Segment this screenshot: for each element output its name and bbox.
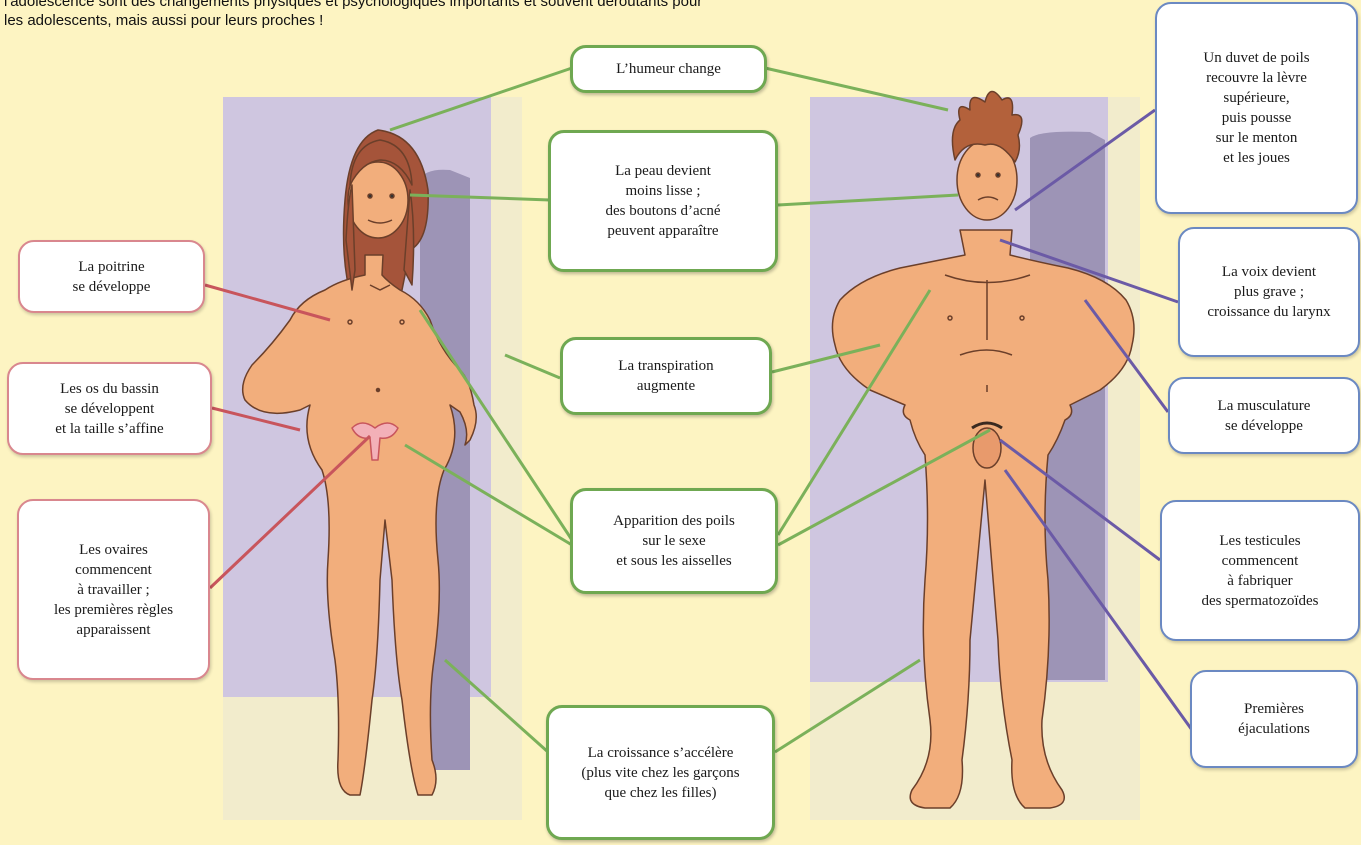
label-facial-hair: Un duvet de poils recouvre la lèvre supé… <box>1155 2 1358 214</box>
label-growth: La croissance s’accélère (plus vite chez… <box>546 705 775 840</box>
label-testicles: Les testicules commencent à fabriquer de… <box>1160 500 1360 641</box>
label-ovaries: Les ovaires commencent à travailler ; le… <box>17 499 210 680</box>
label-skin: La peau devient moins lisse ; des bouton… <box>548 130 778 272</box>
label-mood: L’humeur change <box>570 45 767 93</box>
label-breast: La poitrine se développe <box>18 240 205 313</box>
label-ejaculation: Premières éjaculations <box>1190 670 1358 768</box>
label-muscles: La musculature se développe <box>1168 377 1360 454</box>
label-sweat: La transpiration augmente <box>560 337 772 415</box>
label-pelvis: Les os du bassin se développent et la ta… <box>7 362 212 455</box>
label-body-hair: Apparition des poils sur le sexe et sous… <box>570 488 778 594</box>
label-voice: La voix devient plus grave ; croissance … <box>1178 227 1360 357</box>
